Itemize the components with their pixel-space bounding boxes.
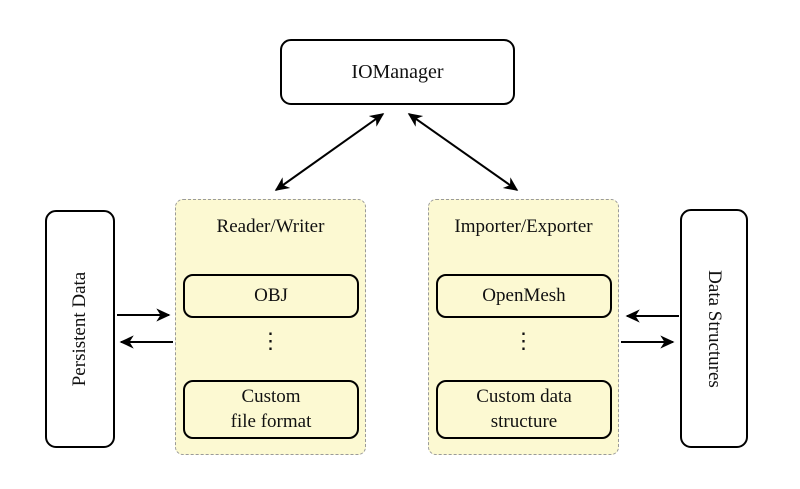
obj-box: OBJ xyxy=(183,274,359,318)
importer-exporter-title: Importer/Exporter xyxy=(454,216,593,237)
persistent-data-label: Persistent Data xyxy=(69,271,90,387)
data-structures-label: Data Structures xyxy=(704,269,725,388)
custom-data-structure-box: Custom data structure xyxy=(436,380,612,439)
arrow-iomanager-readerwriter xyxy=(274,113,385,191)
data-structures-box: Data Structures xyxy=(680,209,748,448)
reader-writer-group: Reader/Writer OBJ ⋮ Custom file format xyxy=(175,199,366,455)
vertical-ellipsis: ⋮ xyxy=(512,328,535,353)
custom-file-format-box: Custom file format xyxy=(183,380,359,439)
arrow-iomanager-importerexporter xyxy=(407,113,519,191)
reader-writer-title: Reader/Writer xyxy=(216,216,325,237)
iomanager-label: IOManager xyxy=(351,60,444,83)
iomanager-box: IOManager xyxy=(280,39,515,105)
vertical-ellipsis: ⋮ xyxy=(259,328,282,353)
importer-exporter-group: Importer/Exporter OpenMesh ⋮ Custom data… xyxy=(428,199,619,455)
persistent-data-box: Persistent Data xyxy=(45,210,115,448)
openmesh-box: OpenMesh xyxy=(436,274,612,318)
